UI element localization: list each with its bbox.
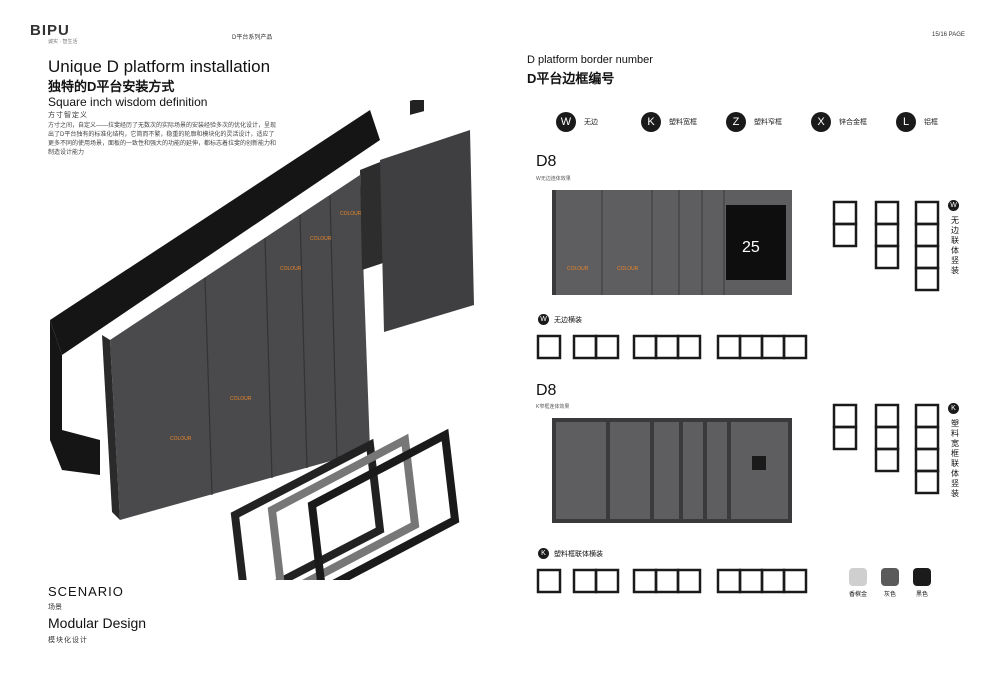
exploded-assembly-illustration: COLOUR COLOUR COLOUR COLOUR COLOUR — [50, 100, 474, 580]
finish-champagne: 香槟金 — [847, 568, 869, 598]
subtitle-zh: 方寸智定义 — [48, 112, 88, 119]
stacked-frames — [230, 428, 460, 580]
finish-black: 黑色 — [911, 568, 933, 598]
title-zh: 独特的D平台安装方式 — [48, 79, 175, 94]
border-title-zh: D平台边框编号 — [527, 71, 615, 86]
svg-text:COLOUR: COLOUR — [617, 266, 639, 272]
modular-en: Modular Design — [48, 615, 147, 631]
series-label: D平台系列产品 — [232, 35, 273, 41]
description: 方寸之间，自定义——拉斐经历了无数次的实际场景的安装经验多次的优化设计，呈现出了… — [48, 123, 277, 156]
page-number: 15/16 PAGE — [932, 32, 965, 38]
svg-text:COLOUR: COLOUR — [340, 211, 362, 217]
mount-frame-left — [50, 320, 62, 470]
mount-frame-top — [50, 110, 380, 355]
title-en: Unique D platform installation — [48, 57, 271, 76]
k-horizontal-frames — [536, 568, 808, 594]
w-vertical-label: 无边联体竖装 — [951, 216, 959, 275]
svg-text:COLOUR: COLOUR — [310, 236, 332, 242]
k-panel-row — [552, 418, 792, 523]
svg-text:COLOUR: COLOUR — [567, 266, 589, 272]
socket-panel — [380, 130, 474, 332]
finish-grey: 灰色 — [879, 568, 901, 598]
w-horizontal-frames — [536, 334, 808, 360]
model-d8-w-sub: W无边连体效果 — [536, 176, 571, 182]
k-vertical-label: 塑料宽框联体竖装 — [951, 419, 959, 498]
svg-text:COLOUR: COLOUR — [230, 396, 252, 402]
scenario-en: SCENARIO — [48, 584, 124, 599]
border-title-en: D platform border number — [527, 54, 653, 66]
k-vertical-frames — [832, 403, 940, 495]
svg-text:COLOUR: COLOUR — [170, 436, 192, 442]
model-d8-k: D8 — [536, 382, 557, 399]
modular-zh: 模块化设计 — [48, 637, 88, 644]
model-d8-k-sub: K窄框连体效果 — [536, 404, 570, 410]
brand-logo: BIPU — [30, 22, 70, 39]
w-vertical-tag: W — [948, 200, 959, 211]
svg-text:COLOUR: COLOUR — [280, 266, 302, 272]
scenario-zh: 场景 — [48, 604, 62, 611]
w-vertical-frames — [832, 200, 940, 292]
subtitle-en: Square inch wisdom definition — [48, 95, 208, 109]
brand-tagline: 诚实 · 智生活 — [48, 39, 78, 45]
switch-panel-body — [110, 175, 370, 520]
model-d8-w: D8 — [536, 153, 557, 170]
w-panel-row: 25 COLOUR COLOUR — [552, 190, 792, 295]
k-vertical-tag: K — [948, 403, 959, 414]
thermostat-reading: 25 — [742, 239, 760, 256]
finish-swatches: 香槟金 灰色 黑色 — [847, 568, 933, 598]
